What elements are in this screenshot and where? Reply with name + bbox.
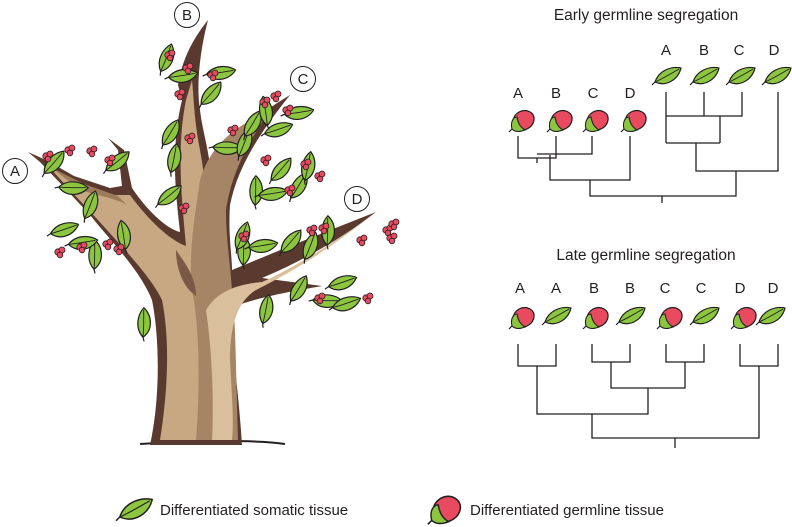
bud-icon	[620, 109, 647, 133]
leaf-icon	[651, 66, 682, 86]
late-tip-7: D	[734, 280, 746, 297]
leaf-icon	[615, 306, 646, 326]
early-germ-tip-d: D	[624, 85, 636, 102]
tree-illustration	[28, 20, 400, 445]
early-soma-tip-c: C	[733, 42, 745, 59]
trunk-knot	[176, 250, 196, 296]
early-soma-branches	[665, 92, 779, 172]
early-germ-branches	[517, 136, 631, 181]
leaf-icon	[761, 66, 792, 86]
early-cladogram	[517, 92, 779, 203]
tree-label-b: B	[174, 2, 200, 28]
tree-label-b-text: B	[181, 6, 192, 24]
late-icons	[508, 306, 786, 330]
early-title: Early germline segregation	[553, 7, 739, 24]
tree-label-d-text: D	[351, 190, 363, 208]
bud-icon	[508, 306, 535, 330]
late-tip-1: A	[514, 280, 526, 297]
tree-label-a: A	[2, 158, 28, 184]
bud-icon	[546, 109, 573, 133]
early-soma-tip-a: A	[660, 42, 672, 59]
leaf-icon	[725, 66, 756, 86]
branch-a-shade	[52, 168, 128, 206]
legend-germline-label: Differentiated germline tissue	[470, 502, 664, 519]
tree-label-a-text: A	[9, 162, 20, 180]
early-root	[589, 171, 737, 203]
legend-somatic-label: Differentiated somatic tissue	[160, 502, 349, 519]
leaf-icon	[541, 306, 572, 326]
early-germ-tip-a: A	[512, 85, 524, 102]
late-tip-5: C	[659, 280, 671, 297]
early-somatic-icons	[651, 66, 792, 86]
early-soma-tip-d: D	[768, 42, 780, 59]
early-germ-tip-b: B	[550, 85, 562, 102]
tree-label-d: D	[344, 186, 370, 212]
tree-label-c: C	[290, 66, 316, 92]
late-tip-2: A	[550, 280, 562, 297]
legend-leaf-icon	[115, 498, 153, 522]
late-tip-6: C	[695, 280, 707, 297]
late-title: Late germline segregation	[556, 247, 736, 264]
leaf-icon	[689, 66, 720, 86]
early-germ-icons	[508, 109, 647, 133]
bud-icon	[508, 109, 535, 133]
early-germ-tip-c: C	[587, 85, 599, 102]
late-cladogram	[517, 344, 779, 448]
trunk-highlight-1	[50, 80, 224, 440]
early-soma-tip-b: B	[698, 42, 710, 59]
leaf-icon	[689, 306, 720, 326]
bud-icon	[730, 306, 757, 330]
bud-icon	[582, 109, 609, 133]
bud-icon	[582, 306, 609, 330]
trunk-highlight-3	[206, 220, 366, 440]
bud-icon	[656, 306, 683, 330]
tree-label-c-text: C	[297, 70, 309, 88]
trunk-highlight-2	[190, 110, 270, 440]
leaf-icon	[755, 306, 786, 326]
late-tip-3: B	[588, 280, 600, 297]
late-tip-8: D	[767, 280, 779, 297]
legend-bud-icon	[427, 495, 462, 526]
late-tip-4: B	[624, 280, 636, 297]
